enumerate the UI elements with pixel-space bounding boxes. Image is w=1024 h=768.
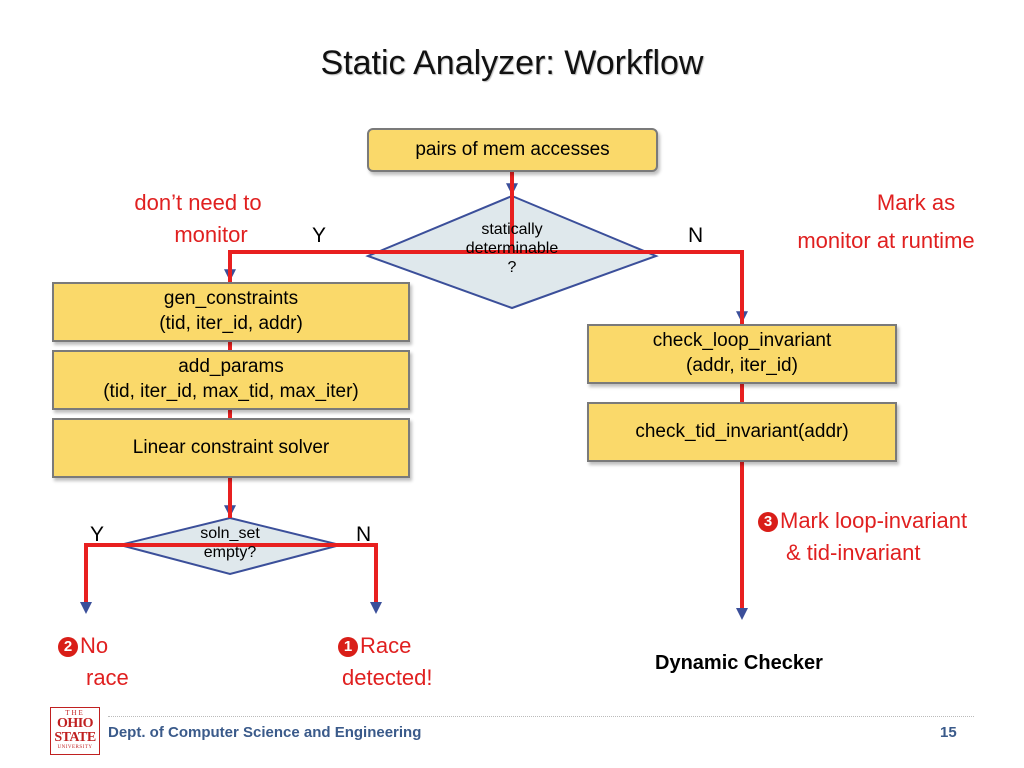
footer-divider [108, 716, 974, 717]
linear-solver-box: Linear constraint solver [52, 418, 410, 478]
static-decision-label: statically determinable ? [465, 221, 559, 277]
osu-logo: THE OHIO STATE UNIVERSITY [50, 707, 100, 755]
soln-decision-label: soln_set empty? [200, 525, 260, 562]
dynamic-checker-label: Dynamic Checker [655, 652, 823, 674]
no-label-bottom: N [356, 523, 372, 546]
step-3-badge: 3 [758, 512, 778, 532]
step-2-badge: 2 [58, 637, 78, 657]
slide-title: Static Analyzer: Workflow [320, 44, 704, 82]
gen-constraints-box: gen_constraints (tid, iter_id, addr) [52, 282, 410, 342]
check-loop-invariant-box: check_loop_invariant (addr, iter_id) [587, 324, 897, 384]
check-tid-invariant-box: check_tid_invariant(addr) [587, 402, 897, 462]
yes-label-top: Y [312, 224, 327, 247]
no-label-top: N [688, 224, 704, 247]
yes-label-bottom: Y [90, 523, 105, 546]
step-1-badge: 1 [338, 637, 358, 657]
arrowhead-dynamic [736, 608, 748, 620]
dont-need-to-monitor-note: don’t need to monitor [134, 190, 262, 247]
arrowhead-no-race [80, 602, 92, 614]
pairs-box-text: pairs of mem accesses [415, 138, 610, 160]
add-params-box: add_params (tid, iter_id, max_tid, max_i… [52, 350, 410, 410]
arrowhead-race [370, 602, 382, 614]
mark-monitor-runtime-note: Mark as monitor at runtime [797, 190, 975, 253]
page-number: 15 [940, 724, 957, 741]
pairs-of-mem-accesses-box: pairs of mem accesses [367, 128, 658, 172]
footer-dept: Dept. of Computer Science and Engineerin… [108, 724, 422, 741]
